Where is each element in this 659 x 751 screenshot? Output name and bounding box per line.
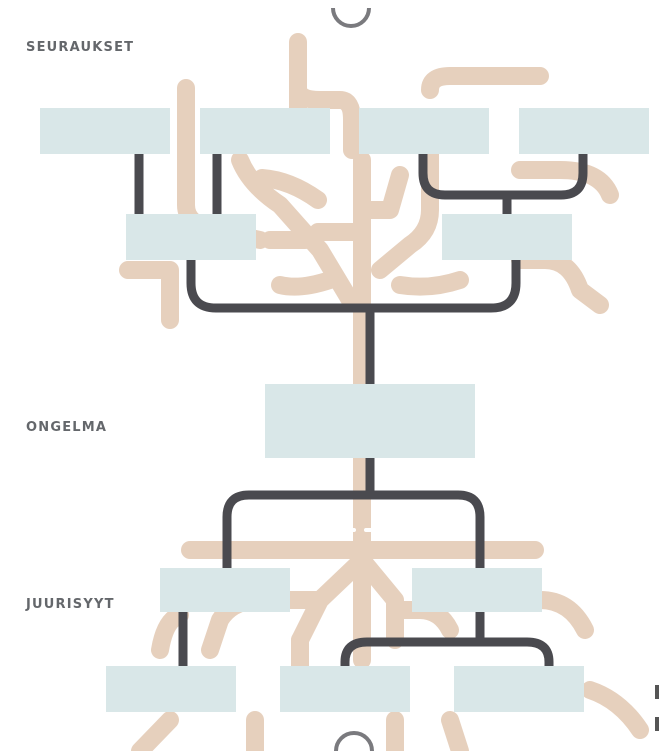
branch <box>231 151 359 309</box>
consequence-box-5[interactable] <box>126 214 256 260</box>
top-circle-mark <box>331 7 371 28</box>
root-cause-box-5[interactable] <box>454 666 584 712</box>
section-label-root-causes: JUURISYYT <box>26 597 115 612</box>
connector-problem-split <box>222 490 485 570</box>
branch <box>289 79 361 159</box>
branch <box>371 141 439 279</box>
root <box>131 711 179 751</box>
consequence-box-4[interactable] <box>519 108 649 154</box>
branch <box>511 251 609 314</box>
consequence-box-3[interactable] <box>359 108 489 154</box>
bottom-circle-mark <box>334 731 374 751</box>
branch <box>511 161 619 204</box>
consequence-box-6[interactable] <box>442 214 572 260</box>
connector-r2-r4r5 <box>340 637 554 668</box>
root-cause-box-1[interactable] <box>160 568 290 612</box>
root <box>353 551 404 649</box>
connectors <box>134 152 588 668</box>
root-cause-box-4[interactable] <box>280 666 410 712</box>
branch <box>421 67 549 99</box>
section-label-problem: ONGELMA <box>26 420 108 435</box>
branch <box>271 271 339 296</box>
consequence-box-1[interactable] <box>40 108 170 154</box>
decor-circles <box>331 7 374 751</box>
section-label-consequences: SEURAUKSET <box>26 40 135 55</box>
edge-mark <box>655 685 659 699</box>
branch <box>119 261 179 329</box>
root <box>581 681 649 739</box>
root-cause-box-2[interactable] <box>412 568 542 612</box>
connector-second-row-merge <box>186 260 521 313</box>
consequence-box-2[interactable] <box>200 108 330 154</box>
root-cause-box-3[interactable] <box>106 666 236 712</box>
boxes <box>40 108 649 712</box>
edge-mark <box>655 717 659 731</box>
root <box>151 606 189 659</box>
problem-box[interactable] <box>265 384 475 458</box>
root <box>531 591 594 639</box>
branch <box>253 169 327 209</box>
root <box>441 711 469 751</box>
branch <box>353 166 409 219</box>
branch <box>391 271 469 296</box>
